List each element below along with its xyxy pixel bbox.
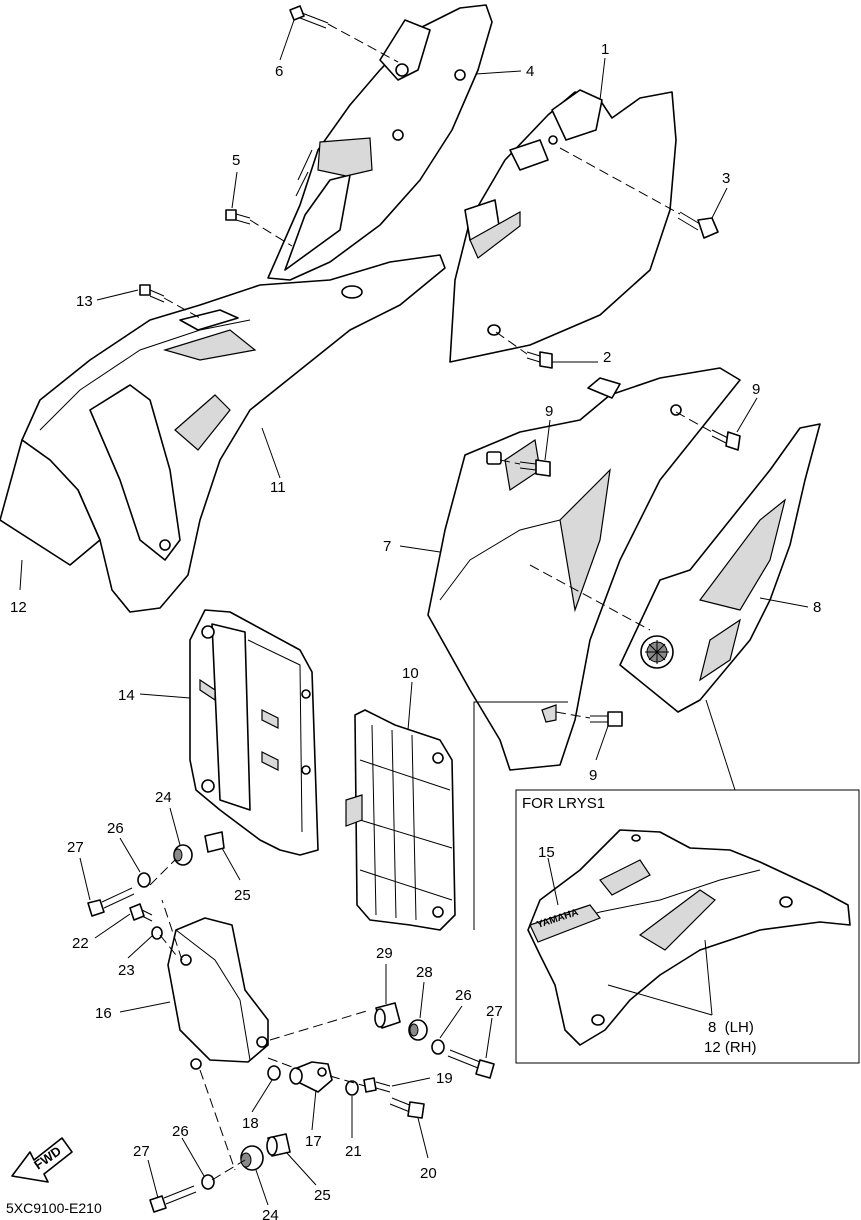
radiator-guard [189, 609, 319, 856]
variant-inset: FOR LRYS1 YAMAHA 15 8 (LH) 12 (RH) [515, 789, 860, 1064]
screw-19 [363, 1077, 391, 1093]
callout-numbers: 1 2 3 4 5 6 7 8 9 9 9 10 11 12 13 14 16 … [10, 41, 821, 1220]
callout-2: 2 [603, 349, 611, 366]
leader-lines [19, 19, 809, 1206]
callout-24-lower: 24 [262, 1207, 279, 1220]
callout-28: 28 [416, 964, 433, 981]
callout-22: 22 [72, 935, 89, 952]
radiator-shroud-flap-left [0, 439, 101, 566]
callout-26-upper: 26 [107, 820, 124, 837]
callout-24-upper: 24 [155, 789, 172, 806]
callout-26-right: 26 [455, 987, 472, 1004]
side-cover-right [449, 89, 677, 363]
radiator-shroud-left [21, 254, 446, 613]
bolt-3 [677, 211, 719, 239]
bolt-2 [526, 351, 553, 369]
inset-label-rh: 12 (RH) [704, 1039, 757, 1056]
callout-9-upper: 9 [752, 381, 760, 398]
callout-6: 6 [275, 63, 283, 80]
bolt-27-lower [149, 1185, 197, 1213]
side-cover-left [267, 4, 493, 281]
radiator-shroud-right [427, 367, 741, 771]
callout-27-right: 27 [486, 1003, 503, 1020]
callout-14: 14 [118, 687, 135, 704]
inset-label-lh: 8 (LH) [708, 1019, 754, 1036]
callout-21: 21 [345, 1143, 362, 1160]
callout-27-lower: 27 [133, 1143, 150, 1160]
callout-5: 5 [232, 152, 240, 169]
callout-10: 10 [402, 665, 419, 682]
bolt-9-lower [590, 711, 623, 727]
shroud-graphic [619, 423, 821, 713]
callout-25-lower: 25 [314, 1187, 331, 1204]
collar-25-upper [204, 831, 225, 853]
callout-11: 11 [270, 479, 286, 496]
callout-8: 8 [813, 599, 821, 616]
bolt-6 [289, 5, 329, 29]
bolt-13 [139, 284, 165, 303]
callout-4: 4 [526, 63, 534, 80]
inset-title: FOR LRYS1 [522, 795, 605, 812]
callout-1: 1 [601, 41, 609, 58]
assembly-lines [149, 23, 713, 1181]
fwd-arrow: FWD [11, 1137, 73, 1183]
callout-3: 3 [722, 170, 730, 187]
washer-23 [151, 926, 163, 940]
coolant-reservoir [167, 917, 269, 1070]
callout-7: 7 [383, 538, 391, 555]
callout-29: 29 [376, 945, 393, 962]
callout-20: 20 [420, 1165, 437, 1182]
callout-19: 19 [436, 1070, 453, 1087]
callout-9-middle: 9 [545, 403, 553, 420]
collar-25-lower [266, 1133, 291, 1157]
bracket-17 [289, 1061, 333, 1093]
grommet-28 [408, 1019, 428, 1041]
washer-26-upper [137, 872, 151, 888]
washer-21 [345, 1080, 359, 1096]
callout-16: 16 [95, 1005, 112, 1022]
radiator [345, 709, 456, 931]
washer-26-right [431, 1039, 445, 1055]
bolt-5 [225, 209, 251, 225]
drawing-code: 5XC9100-E210 [6, 1200, 102, 1216]
callout-18: 18 [242, 1115, 259, 1132]
bolt-20 [389, 1097, 425, 1119]
grommet-24-lower [240, 1145, 264, 1171]
bolt-9-upper [711, 429, 741, 451]
callout-15: 15 [538, 844, 555, 861]
callout-17: 17 [305, 1133, 322, 1150]
callout-25-upper: 25 [234, 887, 251, 904]
grommet-24-upper [173, 844, 193, 866]
callout-23: 23 [118, 962, 135, 979]
bolt-27-upper [87, 887, 135, 917]
collar-29 [374, 1002, 401, 1029]
callout-27-upper: 27 [67, 839, 84, 856]
spacer-18 [267, 1065, 281, 1081]
callout-12: 12 [10, 599, 27, 616]
callout-26-lower: 26 [172, 1123, 189, 1140]
bolt-9-middle [519, 459, 551, 477]
callout-9-lower: 9 [589, 767, 597, 784]
bolt-22 [129, 903, 153, 922]
washer-26-lower [201, 1174, 215, 1190]
bolt-27-right [447, 1049, 495, 1079]
callout-13: 13 [76, 293, 93, 310]
